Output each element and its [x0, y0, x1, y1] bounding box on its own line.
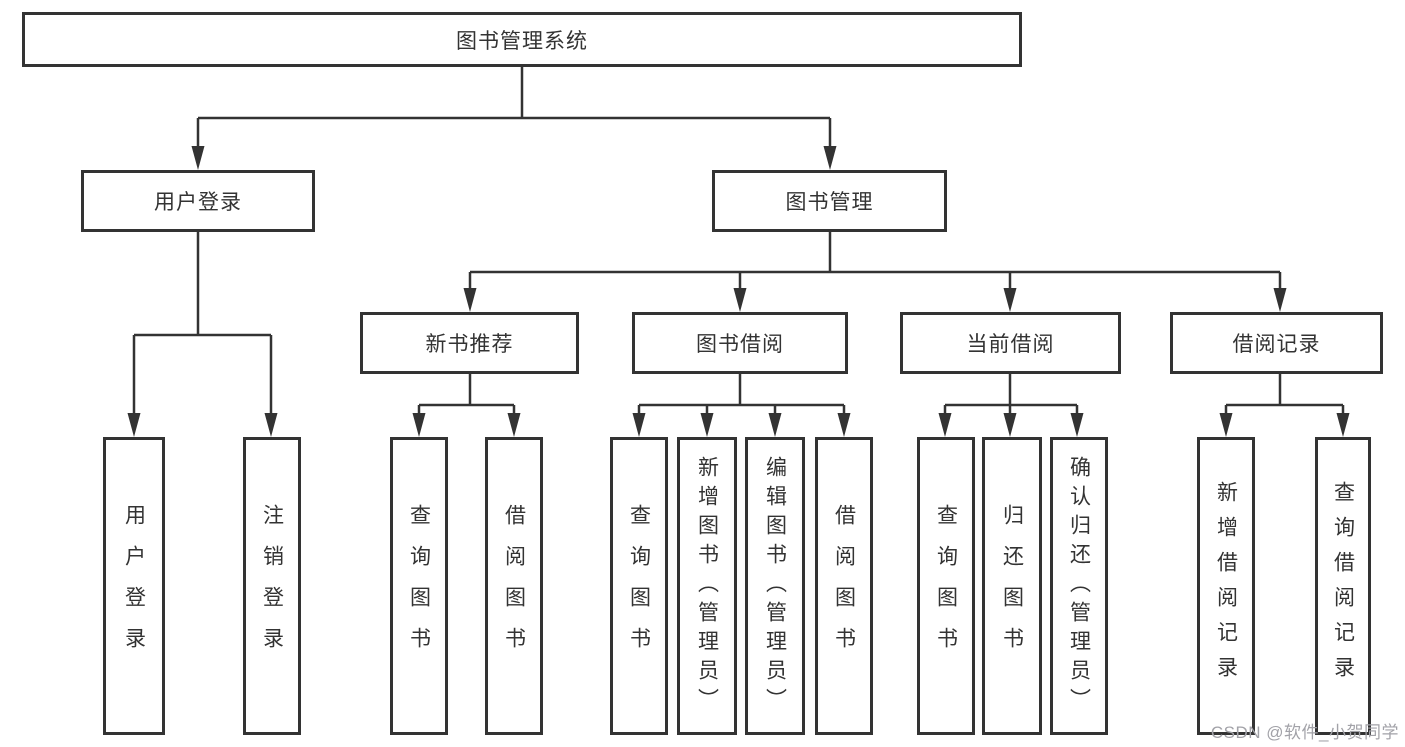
leaf-query-books-borrow-label: 查询图书 [627, 504, 651, 668]
leaf-edit-books-admin: 编辑图书（管理员） [745, 437, 805, 735]
leaf-user-login: 用户登录 [103, 437, 165, 735]
node-root-library-management-system: 图书管理系统 [22, 12, 1022, 67]
node-book-management-label: 图书管理 [785, 191, 874, 214]
leaf-edit-books-admin-label: 编辑图书（管理员） [763, 455, 787, 717]
leaf-query-books-borrow: 查询图书 [610, 437, 668, 735]
leaf-user-login-label: 用户登录 [122, 504, 146, 668]
leaf-query-borrow-record: 查询借阅记录 [1315, 437, 1371, 735]
node-current-borrow: 当前借阅 [900, 312, 1121, 374]
node-borrow-records-label: 借阅记录 [1232, 333, 1321, 356]
node-current-borrow-label: 当前借阅 [966, 333, 1055, 356]
leaf-add-books-admin-label: 新增图书（管理员） [695, 455, 719, 717]
node-borrow-records: 借阅记录 [1170, 312, 1383, 374]
node-new-book-recommend: 新书推荐 [360, 312, 579, 374]
leaf-borrow-books-recommend: 借阅图书 [485, 437, 543, 735]
leaf-borrow-books-label: 借阅图书 [832, 504, 856, 668]
leaf-confirm-return-admin-label: 确认归还（管理员） [1067, 455, 1091, 717]
node-root-label: 图书管理系统 [456, 29, 588, 53]
leaf-borrow-books-recommend-label: 借阅图书 [502, 504, 526, 668]
node-book-borrow: 图书借阅 [632, 312, 848, 374]
node-user-login: 用户登录 [81, 170, 315, 232]
node-book-management: 图书管理 [712, 170, 947, 232]
leaf-query-books-current-label: 查询图书 [934, 504, 958, 668]
leaf-query-books-recommend: 查询图书 [390, 437, 448, 735]
leaf-add-borrow-record-label: 新增借阅记录 [1214, 481, 1238, 691]
leaf-return-books: 归还图书 [982, 437, 1042, 735]
node-user-login-label: 用户登录 [154, 191, 242, 214]
leaf-borrow-books: 借阅图书 [815, 437, 873, 735]
leaf-confirm-return-admin: 确认归还（管理员） [1050, 437, 1108, 735]
leaf-query-borrow-record-label: 查询借阅记录 [1331, 481, 1355, 691]
watermark: CSDN @软件_小贺同学 [1210, 723, 1399, 742]
node-new-book-recommend-label: 新书推荐 [425, 333, 514, 356]
leaf-return-books-label: 归还图书 [1000, 504, 1024, 668]
leaf-logout-label: 注销登录 [260, 504, 284, 668]
leaf-logout: 注销登录 [243, 437, 301, 735]
leaf-add-borrow-record: 新增借阅记录 [1197, 437, 1255, 735]
node-book-borrow-label: 图书借阅 [696, 333, 784, 356]
leaf-query-books-current: 查询图书 [917, 437, 975, 735]
leaf-add-books-admin: 新增图书（管理员） [677, 437, 737, 735]
leaf-query-books-recommend-label: 查询图书 [407, 504, 431, 668]
